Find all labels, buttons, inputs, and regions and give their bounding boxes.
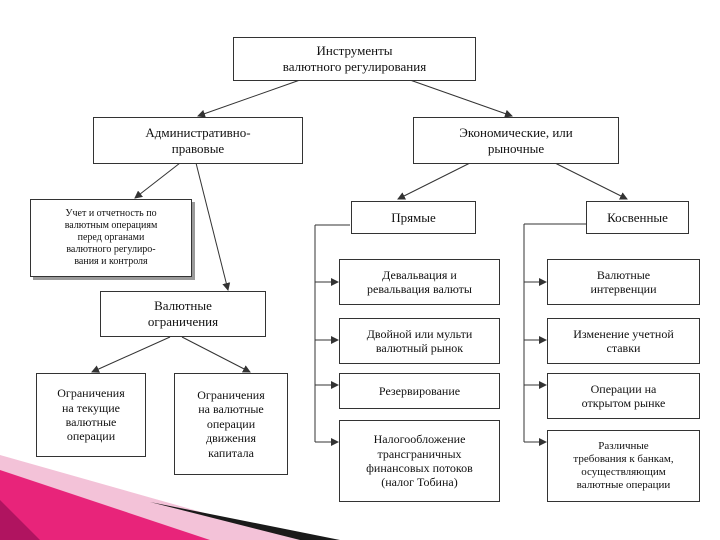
node-open-market: Операции на открытом рынке [547,373,700,419]
edge-admin-accounting [134,162,181,199]
node-tobin-tax: Налогообложение трансграничных финансовы… [339,420,500,502]
node-devaluation: Девальвация и ревальвация валюты [339,259,500,305]
node-root: Инструменты валютного регулирования [233,37,476,81]
node-bank-requirements-label: Различные требования к банкам, осуществл… [573,439,674,492]
node-capital-ops: Ограничения на валютные операции движени… [174,373,288,475]
node-current-ops-label: Ограничения на текущие валютные операции [57,386,125,444]
node-rate-change-label: Изменение учетной ставки [573,326,674,355]
node-direct-label: Прямые [391,209,436,225]
node-dual-market: Двойной или мульти валютный рынок [339,318,500,364]
node-accounting: Учет и отчетность по валютным операциям … [30,199,192,277]
edge-root-econ [409,79,513,118]
decor-pink-dark [0,500,40,540]
node-current-ops: Ограничения на текущие валютные операции [36,373,146,457]
edge-restrictions-current [91,336,171,373]
node-econ: Экономические, или рыночные [413,117,619,164]
node-interventions: Валютные интервенции [547,259,700,305]
node-restrictions: Валютные ограничения [100,291,266,337]
node-reserving-label: Резервирование [378,383,461,398]
node-reserving: Резервирование [339,373,500,409]
node-econ-label: Экономические, или рыночные [459,124,573,156]
node-admin-label: Административно- правовые [145,124,251,156]
node-bank-requirements: Различные требования к банкам, осуществл… [547,430,700,502]
node-accounting-label: Учет и отчетность по валютным операциям … [64,208,158,267]
decor-black-stripe [150,502,340,540]
node-capital-ops-label: Ограничения на валютные операции движени… [197,388,265,460]
node-tobin-tax-label: Налогообложение трансграничных финансовы… [366,432,473,490]
node-dual-market-label: Двойной или мульти валютный рынок [366,326,473,355]
node-open-market-label: Операции на открытом рынке [581,381,666,410]
node-restrictions-label: Валютные ограничения [147,298,219,329]
edge-root-admin [197,79,301,118]
node-interventions-label: Валютные интервенции [590,267,657,296]
node-rate-change: Изменение учетной ставки [547,318,700,364]
node-root-label: Инструменты валютного регулирования [282,43,427,74]
edge-admin-restrictions [195,162,231,291]
edge-econ-indirect [554,162,628,200]
node-indirect: Косвенные [586,201,689,234]
node-direct: Прямые [351,201,476,234]
edge-restrictions-capital [181,336,251,373]
edge-econ-direct [397,162,471,200]
node-devaluation-label: Девальвация и ревальвация валюты [367,267,472,296]
node-admin: Административно- правовые [93,117,303,164]
decor-pink [0,470,210,540]
node-indirect-label: Косвенные [607,209,668,225]
